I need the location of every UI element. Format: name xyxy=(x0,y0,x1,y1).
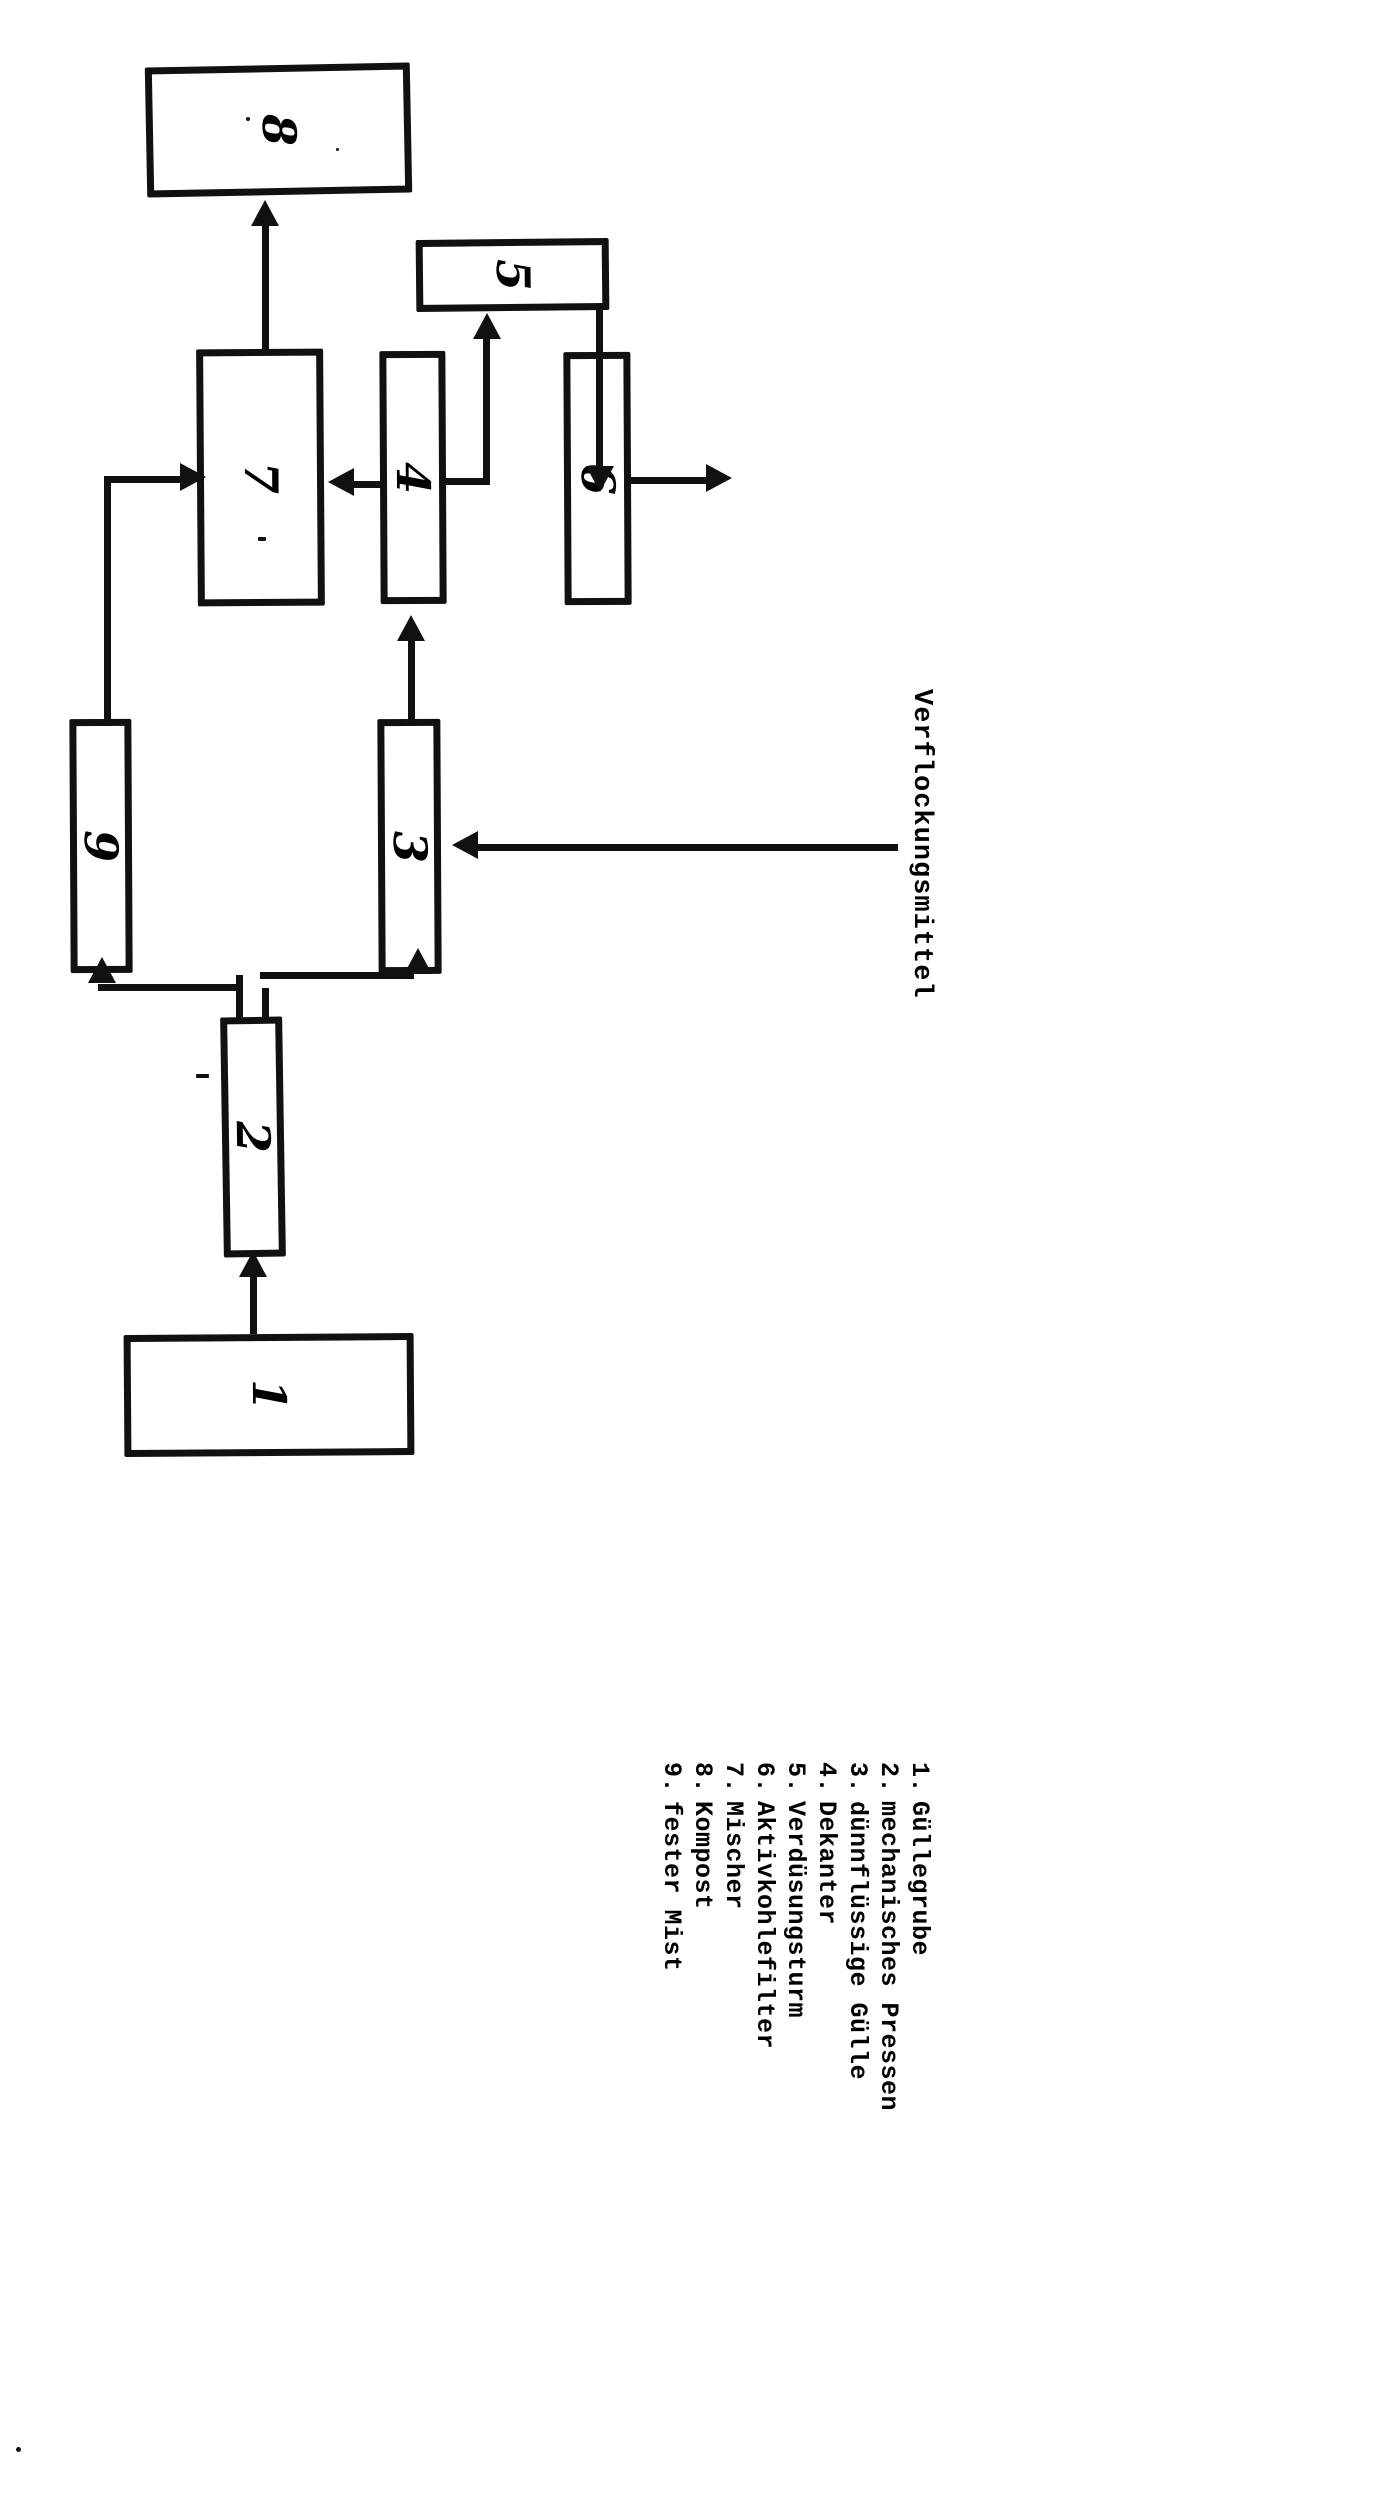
legend-item-index: 2. xyxy=(874,1762,903,1794)
flow-4-to-7-arrowhead xyxy=(328,468,354,496)
flow-9-to-7-arrowhead xyxy=(180,463,206,491)
legend-item-index: 4. xyxy=(812,1762,841,1794)
process-node-3-number: 3 xyxy=(382,830,437,863)
flow-bus-line-right xyxy=(260,972,414,979)
flow-3-to-4-line xyxy=(408,638,415,720)
flow-4-to-7-line xyxy=(352,481,384,488)
process-node-7[interactable]: 7 xyxy=(196,348,325,607)
flow-2-bus-stub-a xyxy=(236,975,243,1021)
scan-speck xyxy=(16,2447,21,2452)
flow-4-to-5-arrowhead xyxy=(473,313,501,339)
legend-item: 9. fester Mist xyxy=(656,1762,687,2111)
legend-item: 2. mechanisches Pressen xyxy=(873,1762,904,2111)
legend-item-index: 6. xyxy=(750,1762,779,1794)
legend-item-index: 1. xyxy=(905,1762,934,1794)
legend-item-index: 9. xyxy=(657,1762,686,1794)
legend-item-index: 8. xyxy=(688,1762,717,1794)
legend-item-label: fester Mist xyxy=(657,1801,686,1972)
legend-item-label: Aktivkohlefilter xyxy=(750,1801,779,2050)
flow-3-to-4-arrowhead xyxy=(397,615,425,641)
legend-item-label: Kompost xyxy=(688,1801,717,1910)
flow-flocculant-line xyxy=(478,844,898,851)
legend-item-label: mechanisches Pressen xyxy=(874,1801,903,2112)
flow-2-bus-stub-b xyxy=(262,988,269,1022)
process-node-1-number: 1 xyxy=(241,1378,297,1412)
flow-2-to-9-arrowhead xyxy=(88,957,116,983)
process-node-3[interactable]: 3 xyxy=(377,718,442,975)
process-node-9[interactable]: 9 xyxy=(69,718,133,974)
flow-2-to-3-arrowhead xyxy=(404,948,432,974)
flow-6-outlet-line xyxy=(630,477,712,484)
process-node-8[interactable]: 8 xyxy=(144,62,413,198)
flow-7-to-8-line xyxy=(262,222,269,350)
legend-item: 8. Kompost xyxy=(687,1762,718,2111)
flocculant-label: Verflockungsmittel xyxy=(906,689,936,999)
flow-7-to-8-arrowhead xyxy=(251,200,279,226)
legend-item-label: Dekanter xyxy=(812,1801,841,1926)
flow-6-outlet-arrowhead xyxy=(706,464,732,492)
flow-5-to-6-arrowhead xyxy=(586,466,614,492)
legend-item: 6. Aktivkohlefilter xyxy=(749,1762,780,2111)
scan-speck xyxy=(336,148,339,151)
flow-4-to-5-hline xyxy=(441,478,490,485)
process-node-1[interactable]: 1 xyxy=(123,1332,415,1458)
flow-1-to-2-arrowhead xyxy=(239,1251,267,1277)
process-node-2-number: 2 xyxy=(225,1120,281,1154)
flow-1-to-2-line xyxy=(250,1272,257,1334)
legend-item-label: Güllegrube xyxy=(905,1801,934,1957)
scan-speck xyxy=(258,537,266,541)
flow-bus-line xyxy=(98,984,240,991)
legend-item-label: Verdüsungsturm xyxy=(781,1801,810,2019)
flow-5-to-6-vline xyxy=(596,308,603,472)
flow-9-to-7-hline xyxy=(104,476,184,483)
process-node-4[interactable]: 4 xyxy=(379,350,447,605)
process-node-5-number: 5 xyxy=(485,258,540,292)
process-node-5[interactable]: 5 xyxy=(415,237,610,313)
flow-4-to-5-vline xyxy=(483,337,490,482)
process-node-9-number: 9 xyxy=(73,829,129,863)
process-node-2[interactable]: 2 xyxy=(220,1016,286,1258)
legend-item-label: Mischer xyxy=(719,1801,748,1910)
legend-item-label: dünnflüssige Gülle xyxy=(843,1801,872,2081)
process-node-8-number: 8 xyxy=(251,113,306,147)
legend-item-index: 3. xyxy=(843,1762,872,1794)
process-node-4-number: 4 xyxy=(385,461,441,494)
scan-speck xyxy=(262,216,268,222)
legend-item: 5. Verdüsungsturm xyxy=(780,1762,811,2111)
scan-speck xyxy=(246,117,250,121)
flow-9-to-7-vline xyxy=(104,476,111,726)
flow-flocculant-arrowhead xyxy=(452,831,478,859)
scan-speck xyxy=(196,1074,209,1078)
legend-item: 1. Güllegrube xyxy=(904,1762,935,2111)
legend-item: 3. dünnflüssige Gülle xyxy=(842,1762,873,2111)
legend-item-index: 7. xyxy=(719,1762,748,1794)
legend-item-index: 5. xyxy=(781,1762,810,1794)
legend-item: 4. Dekanter xyxy=(811,1762,842,2111)
legend-item: 7. Mischer xyxy=(718,1762,749,2111)
process-node-7-number: 7 xyxy=(233,461,288,494)
